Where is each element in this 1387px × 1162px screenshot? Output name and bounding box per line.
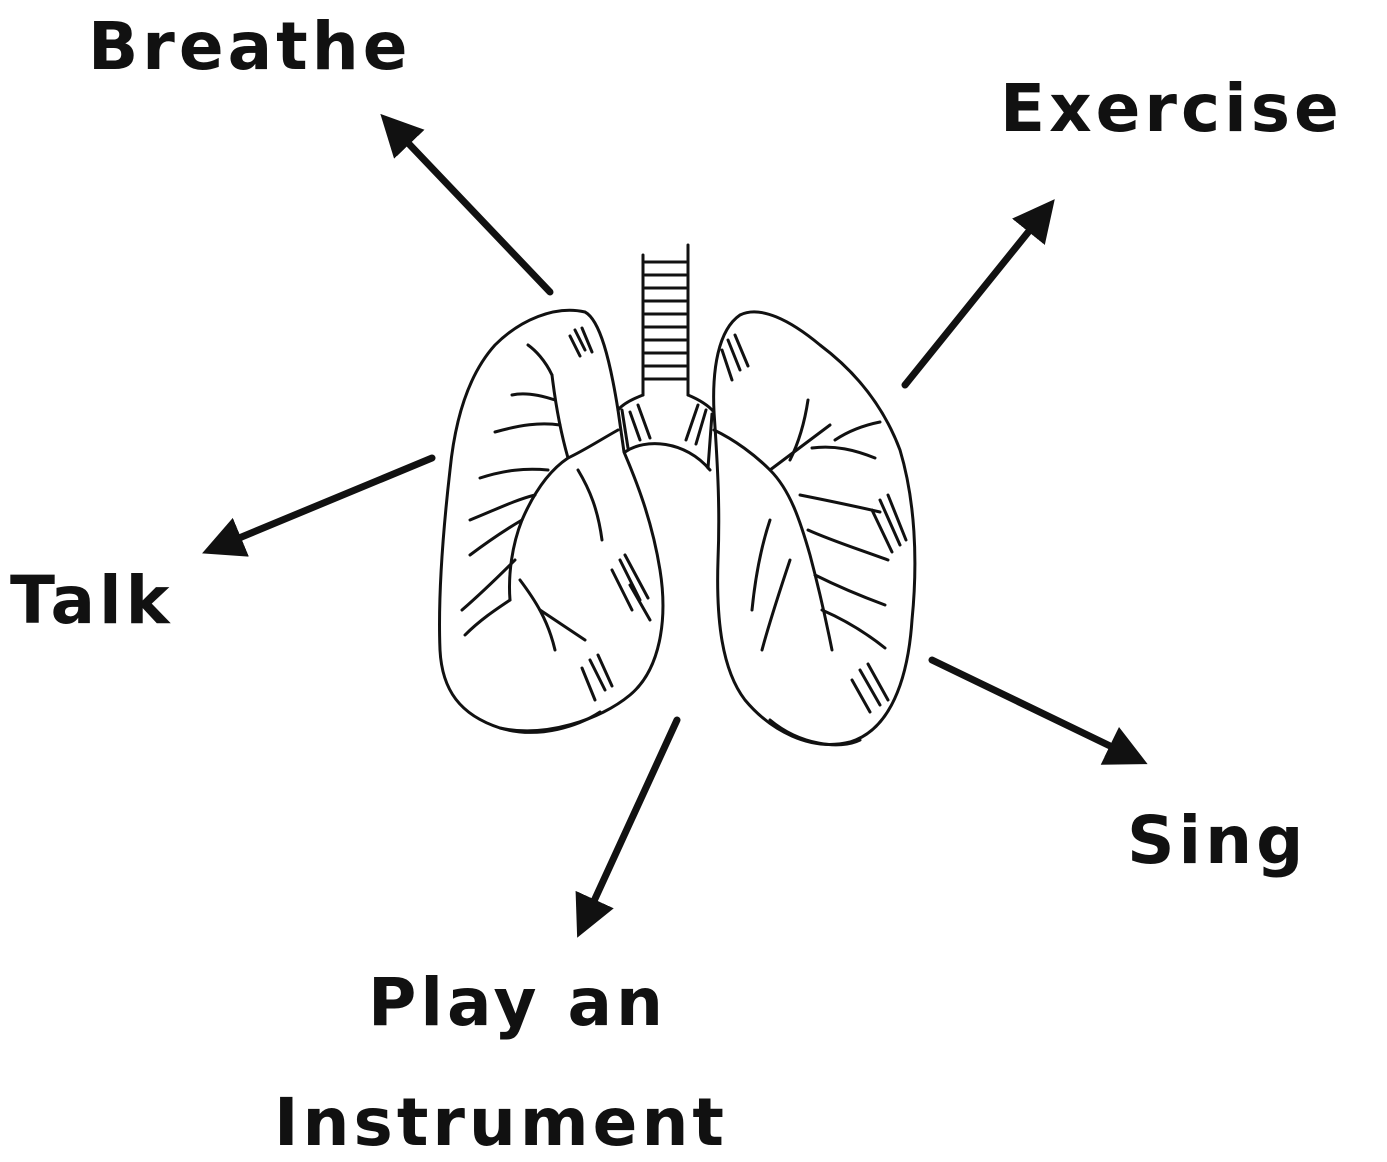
arrow-to-talk xyxy=(215,458,432,548)
trachea xyxy=(618,245,714,470)
arrow-to-sing xyxy=(932,660,1135,758)
lungs-icon xyxy=(439,245,914,745)
arrows xyxy=(215,124,1135,925)
label-instrument: Instrument xyxy=(274,1090,728,1156)
arrow-to-exercise xyxy=(905,210,1046,385)
right-lung-outline xyxy=(714,312,915,745)
left-lung-outline xyxy=(439,310,662,732)
arrow-to-breathe xyxy=(390,124,550,292)
label-talk: Talk xyxy=(10,568,174,634)
label-sing: Sing xyxy=(1127,808,1307,874)
arrow-to-play-instrument xyxy=(583,720,677,925)
label-breathe: Breathe xyxy=(88,14,411,80)
label-exercise: Exercise xyxy=(1000,76,1343,142)
label-play-an: Play an xyxy=(368,970,667,1036)
